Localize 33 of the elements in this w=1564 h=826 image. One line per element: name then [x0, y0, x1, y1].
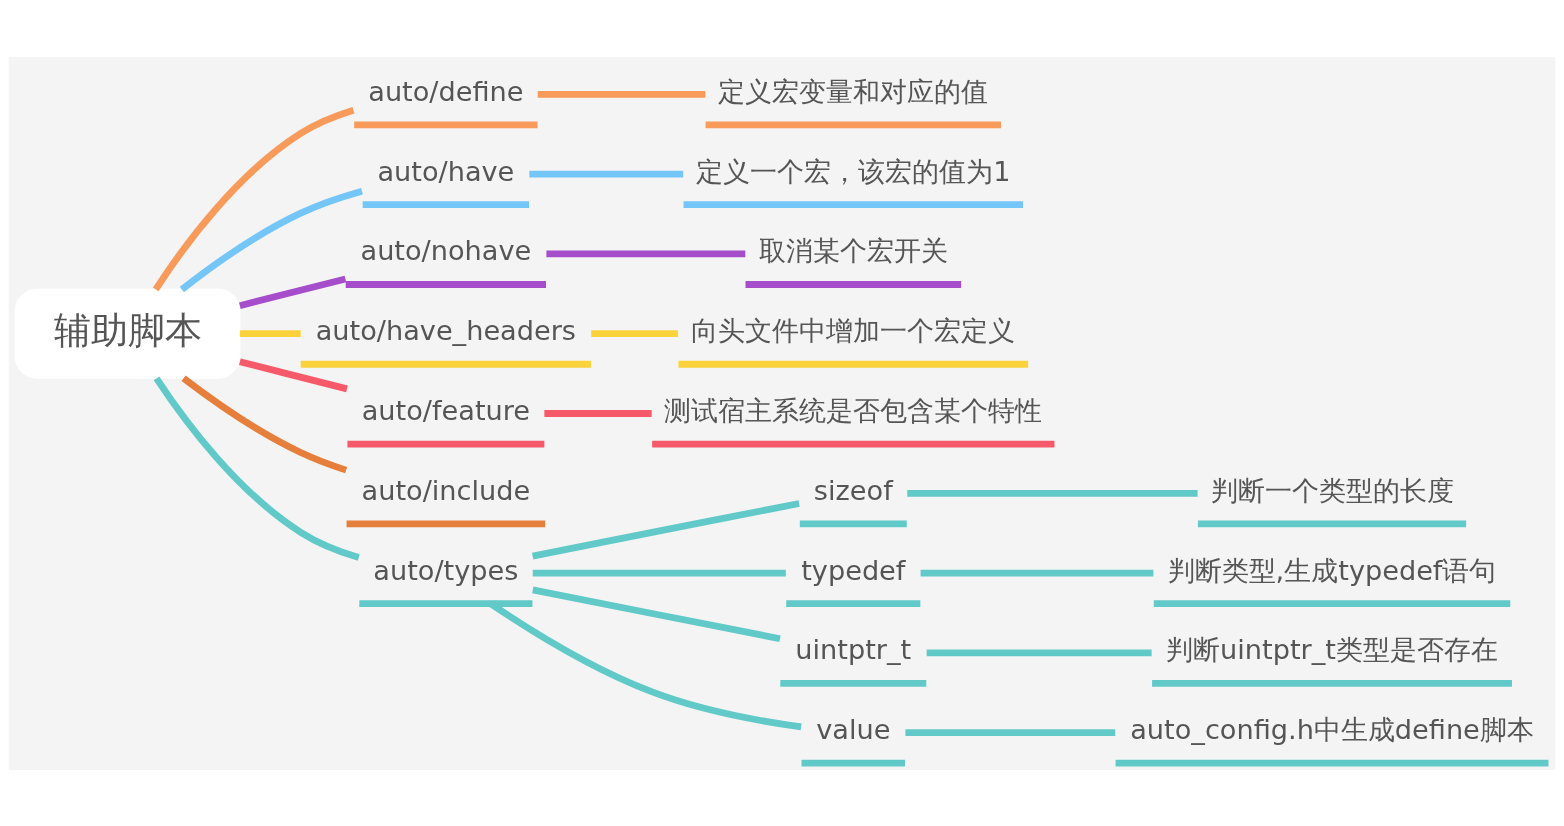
node-text: 定义宏变量和对应的值	[718, 75, 989, 107]
connector	[532, 586, 781, 642]
node-text: sizeof	[813, 474, 893, 506]
node-text: auto/feature	[361, 394, 531, 426]
node-text: 判断一个类型的长度	[1210, 474, 1454, 506]
connector	[905, 728, 1116, 736]
node-text: 定义一个宏，该宏的值为1	[696, 155, 1011, 187]
connector	[537, 90, 706, 98]
node-box: 辅助脚本	[14, 288, 241, 379]
node-text: auto/have_headers	[315, 314, 577, 346]
node-text: value	[816, 713, 891, 745]
connector	[920, 569, 1154, 576]
node-text: typedef	[801, 554, 906, 586]
node-text: auto_config.h中生成define脚本	[1130, 713, 1534, 745]
node-text: auto/have	[377, 155, 515, 187]
connector	[239, 275, 347, 309]
node-text: 判断类型,生成typedef语句	[1167, 554, 1497, 586]
node-text: uintptr_t	[795, 633, 912, 665]
connector	[546, 250, 746, 257]
node-text: 判断uintptr_t类型是否存在	[1166, 633, 1498, 665]
connector	[152, 106, 355, 291]
node-text: 向头文件中增加一个宏定义	[691, 314, 1016, 346]
node-text: 取消某个宏开关	[758, 234, 948, 266]
connector	[181, 375, 348, 473]
node-text: auto/define	[368, 75, 524, 107]
node-text: auto/nohave	[360, 234, 532, 266]
connector	[239, 357, 348, 392]
connector	[179, 187, 363, 292]
connector	[153, 375, 360, 561]
connector	[531, 499, 800, 559]
node-text: auto/types	[373, 554, 519, 586]
node-text: 测试宿主系统是否包含某个特性	[664, 394, 1043, 426]
node-text: auto/include	[361, 474, 531, 506]
